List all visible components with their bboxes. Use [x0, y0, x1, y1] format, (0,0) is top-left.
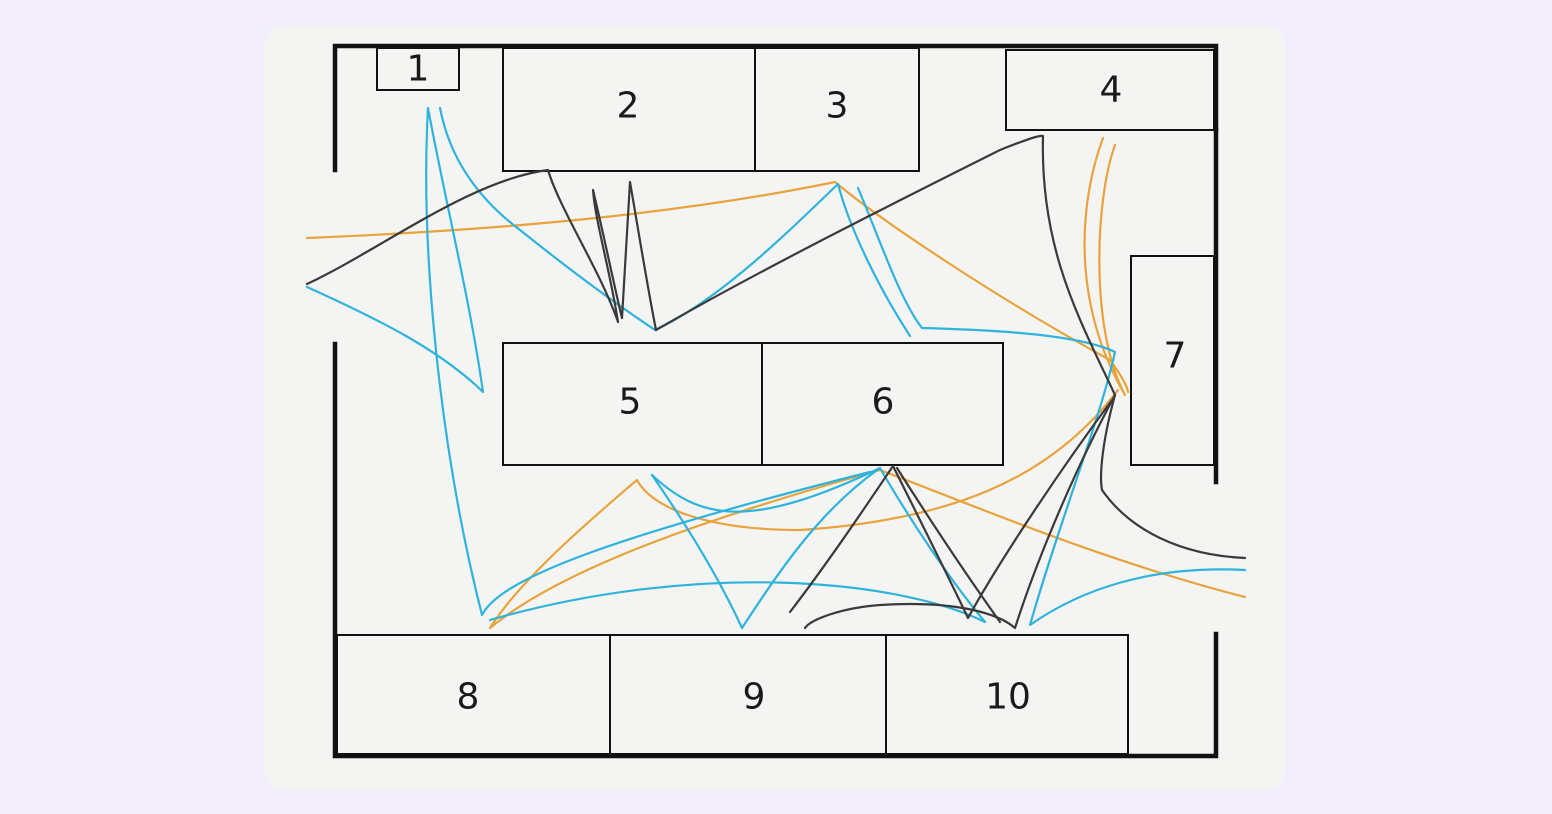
orange-paths	[305, 136, 1247, 630]
blue-path	[305, 106, 872, 617]
orange-path	[488, 388, 1247, 630]
zone-3-box[interactable]	[754, 47, 920, 172]
dark-path	[654, 134, 1247, 560]
outer-walls	[332, 43, 1219, 759]
zone-labels: 1 2 3 4 5 6 7 8 9 10	[407, 49, 1187, 718]
blue-path	[488, 466, 987, 624]
zone-8-box[interactable]	[336, 634, 611, 755]
blue-path	[650, 466, 882, 630]
blue-path	[856, 186, 1247, 627]
dark-paths	[305, 134, 1247, 630]
wall-left-lower	[332, 341, 1219, 759]
zone-10-box[interactable]	[885, 634, 1129, 755]
dark-path	[895, 466, 1002, 624]
zone-4-box[interactable]	[1005, 49, 1215, 131]
zone-9-label: 9	[743, 677, 766, 718]
orange-path	[305, 180, 1130, 394]
zone-1-box[interactable]	[376, 47, 460, 91]
zone-10-label: 10	[985, 677, 1031, 718]
zone-9-box[interactable]	[609, 634, 887, 755]
zone-8-label: 8	[457, 677, 480, 718]
zone-2-label: 2	[617, 86, 640, 127]
zone-boxes	[336, 47, 1215, 755]
zone-6-label: 6	[872, 382, 895, 423]
dark-path	[305, 168, 658, 332]
dark-path	[803, 393, 1117, 630]
zone-5-label: 5	[619, 382, 642, 423]
zone-3-label: 3	[826, 86, 849, 127]
zone-7-label: 7	[1164, 336, 1187, 377]
zone-1-label: 1	[407, 49, 430, 90]
zone-5-box[interactable]	[502, 342, 763, 466]
dark-path	[788, 398, 1114, 620]
orange-path	[1083, 136, 1127, 397]
wall-left-upper	[332, 43, 1219, 173]
zone-4-label: 4	[1100, 70, 1123, 111]
zone-7-box[interactable]	[1130, 255, 1215, 466]
zone-6-box[interactable]	[761, 342, 1004, 466]
